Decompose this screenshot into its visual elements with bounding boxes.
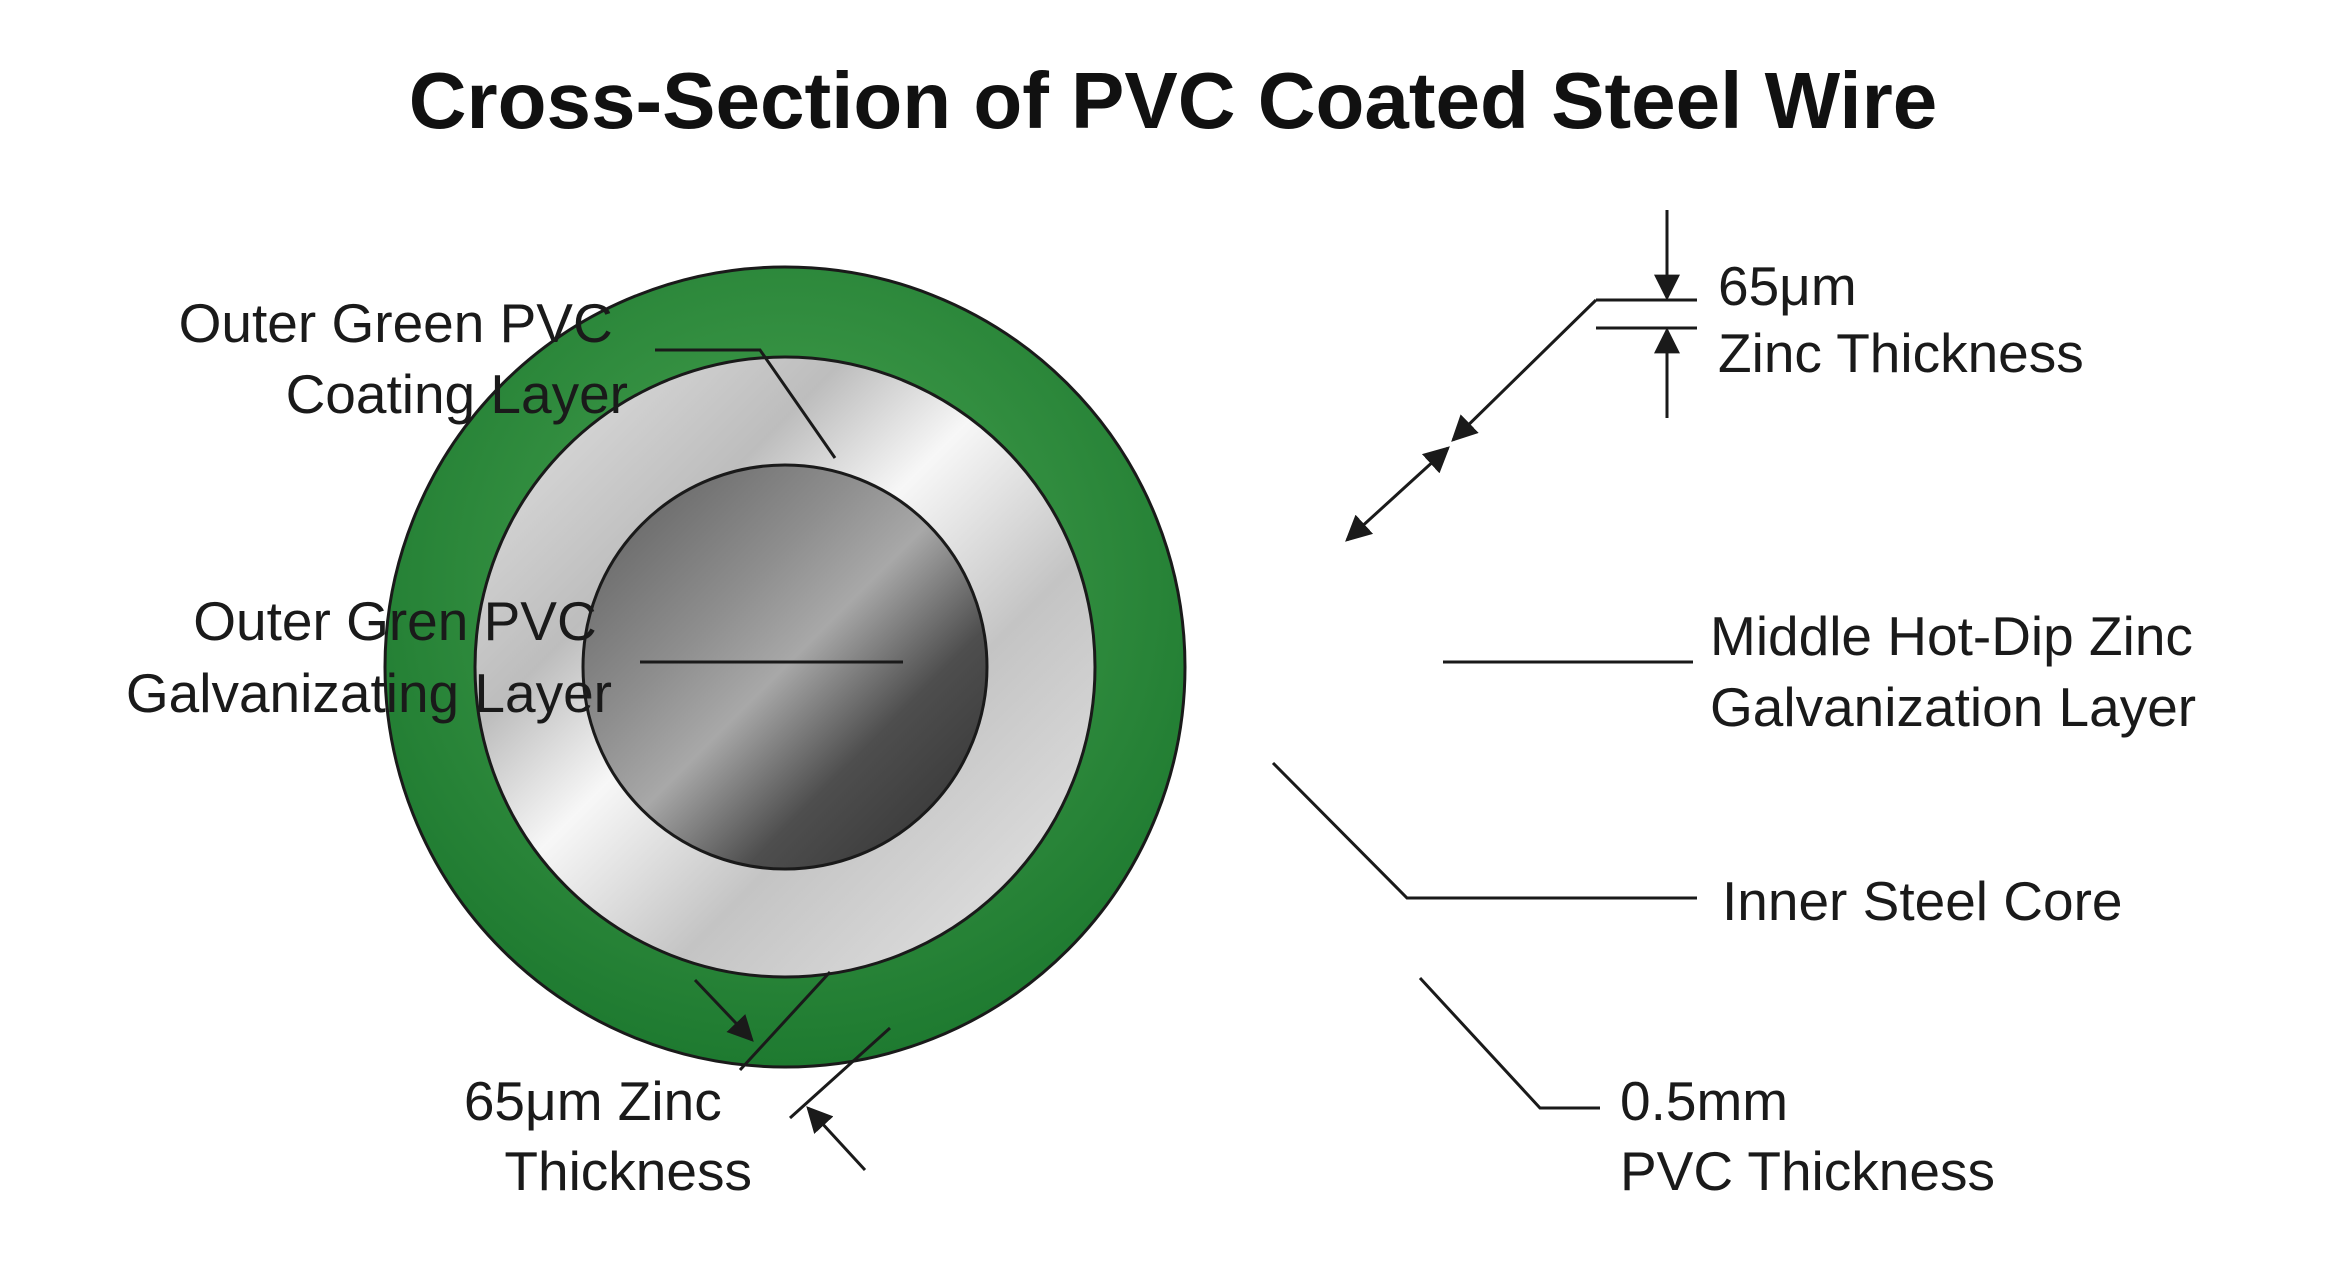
zinc-bottom-dim-line-2 (788, 1026, 892, 1120)
leader-pvc-thickness (1418, 976, 1600, 1110)
label-outer-gren: Outer Gren PVC Galvanizating Layer (126, 590, 612, 724)
diagram-title: Cross-Section of PVC Coated Steel Wire (409, 56, 1937, 145)
zinc-bottom-dim-line (738, 970, 832, 1072)
label-zinc-bottom: 65μm Zinc Thickness (464, 1070, 752, 1202)
leader-outer-pvc (655, 348, 837, 459)
label-zinc-top: 65μm Zinc Thickness (1718, 255, 2084, 384)
label-middle-zinc: Middle Hot-Dip Zinc Galvanization Layer (1710, 605, 2208, 738)
label-inner-core: Inner Steel Core (1722, 870, 2123, 932)
zinc-bottom-arrow-2 (806, 1106, 867, 1172)
label-pvc-thickness: 0.5mm PVC Thickness (1620, 1070, 1995, 1202)
zinc-gap-double-arrow (1345, 446, 1450, 542)
zinc-bottom-arrow-1 (693, 978, 754, 1042)
leader-inner-core (1271, 761, 1697, 900)
steel-core (581, 463, 989, 871)
zinc-top-pointer (1451, 298, 1598, 442)
label-outer-pvc: Outer Green PVC Coating Layer (179, 292, 628, 425)
